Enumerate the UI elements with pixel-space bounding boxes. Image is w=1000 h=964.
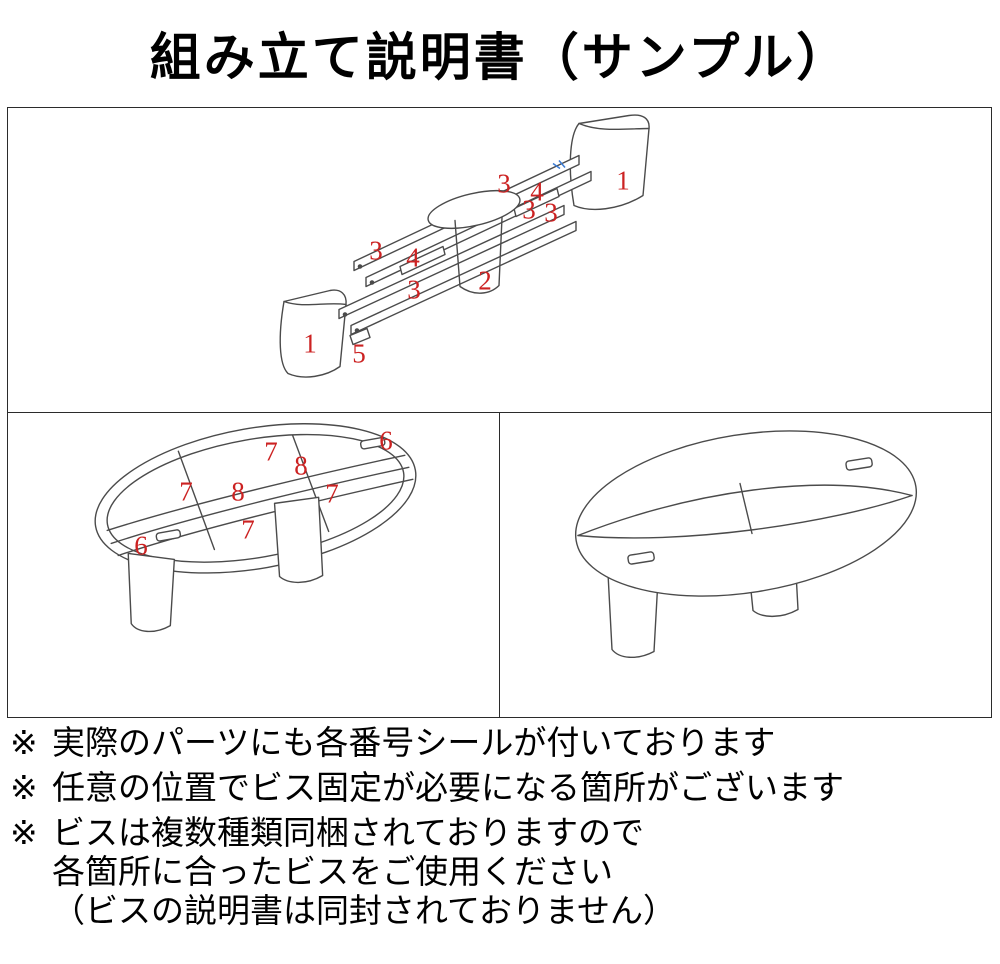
note-text: 各箇所に合ったビスをご使用ください: [52, 855, 613, 891]
notes-section: ※ 実際のパーツにも各番号シールが付いております ※ 任意の位置でビス固定が必要…: [10, 722, 990, 935]
end-panel-left-part: [279, 289, 347, 378]
note-marker: ※: [10, 726, 38, 762]
note-line: ※ 任意の位置でビス固定が必要になる箇所がございます: [10, 767, 990, 812]
pedestal-legs: [127, 496, 324, 633]
note-line: 各箇所に合ったビスをご使用ください: [10, 851, 990, 896]
table-underside-diagram: [94, 423, 417, 633]
cross-ribs: [177, 434, 330, 551]
tabletop-seams: [577, 482, 913, 539]
cross-rail-parts: [399, 187, 560, 276]
note-marker: ※: [10, 771, 38, 807]
wire-grommets: [155, 436, 386, 542]
note-line: ※ ビスは複数種類同梱されておりますので: [10, 812, 990, 857]
side-rail-parts: [338, 154, 592, 336]
page-title: 組み立て説明書（サンプル）: [149, 31, 851, 87]
note-text: 任意の位置でビス固定が必要になる箇所がございます: [52, 771, 844, 807]
note-marker: ※: [10, 816, 38, 852]
assembled-table-diagram: [574, 430, 918, 658]
note-text: ビスは複数種類同梱されておりますので: [52, 816, 645, 852]
end-panel-right-part: [569, 114, 650, 211]
blue-fitting-mark: [552, 160, 566, 170]
note-marker: [10, 890, 52, 935]
note-line: ※ 実際のパーツにも各番号シールが付いております: [10, 722, 990, 767]
bracket-part: [349, 327, 371, 346]
note-text: （ビスの説明書は同封されておりません）: [52, 894, 677, 930]
note-text: 実際のパーツにも各番号シールが付いております: [52, 726, 776, 762]
tabletop-outline: [574, 430, 918, 597]
note-line: （ビスの説明書は同封されておりません）: [10, 890, 990, 935]
panel-assembled-table: [500, 413, 991, 717]
center-support-part: [427, 189, 521, 294]
screw-hole-marks: [342, 264, 375, 333]
exploded-parts-diagram: [279, 114, 650, 378]
wire-grommets: [627, 457, 873, 565]
